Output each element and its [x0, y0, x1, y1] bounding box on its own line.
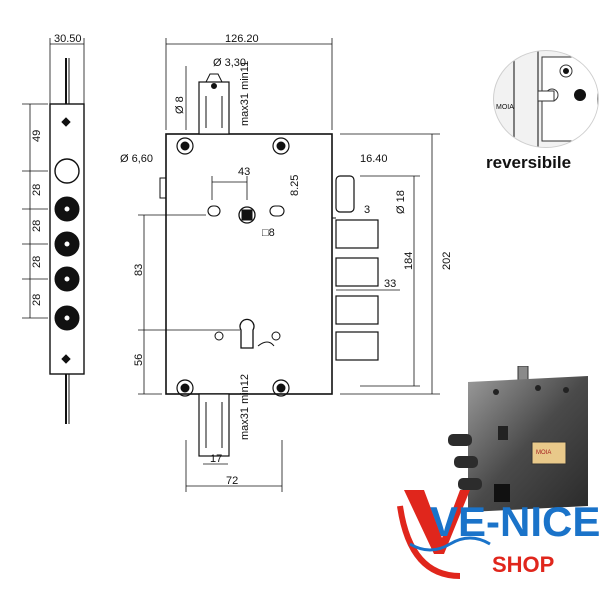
logo-brand-text: VE-NICE — [430, 498, 600, 545]
dim-plate-pitch-3: 28 — [31, 256, 43, 268]
dim-body-height: 202 — [441, 252, 453, 270]
reversible-thumbnail-drawing: MOIA — [496, 51, 598, 147]
venice-shop-logo: VE-NICE SHOP — [396, 484, 600, 600]
dim-spindle-offset: 8.25 — [289, 175, 301, 196]
dim-plate-top: 49 — [31, 130, 43, 142]
dim-spindle-distance: 43 — [238, 166, 250, 178]
dim-slot-bottom-width: 17 — [210, 453, 222, 465]
dim-cylinder-distance: 83 — [133, 264, 145, 276]
logo-sub-text: SHOP — [492, 552, 554, 577]
dim-slot-bottom-range: max31 min12 — [239, 374, 251, 440]
lock-body — [159, 73, 379, 457]
dim-pin-diameter: Ø 3,30 — [213, 57, 246, 69]
body-dimensions — [138, 38, 440, 492]
reversible-thumbnail: MOIA — [493, 50, 599, 148]
product-photo-illustration: MOIA — [448, 365, 588, 512]
dim-cylinder-to-bottom: 56 — [133, 354, 145, 366]
dim-slot-width: Ø 8 — [174, 96, 186, 114]
dim-plate-pitch-1: 28 — [31, 184, 43, 196]
dim-plate-width: 30.50 — [54, 33, 82, 45]
faceplate-dimensions — [22, 38, 85, 319]
reversible-label: reversibile — [486, 153, 572, 172]
logo-graphic: VE-NICE SHOP — [397, 490, 600, 579]
dim-bolt-diameter: Ø 18 — [395, 190, 407, 214]
brand-sticker: MOIA — [536, 450, 551, 456]
dim-plate-pitch-2: 28 — [31, 220, 43, 232]
dim-bolt-height: 184 — [403, 252, 415, 270]
dim-plate-pitch-4: 28 — [31, 294, 43, 306]
dim-bolt-gap: 3 — [364, 204, 370, 216]
dim-slot-top-range: max31 min11 — [239, 61, 251, 126]
dim-bolt-offset: 16.40 — [360, 153, 388, 165]
dim-slot-bottom-total: 72 — [226, 475, 238, 487]
dim-body-width: 126.20 — [225, 33, 259, 45]
product-photo: MOIA — [448, 365, 600, 516]
dim-bolt-projection: 33 — [384, 278, 396, 290]
dim-hole-diameter: Ø 6,60 — [120, 153, 153, 165]
thumbnail-text: MOIA — [496, 104, 514, 111]
faceplate — [49, 58, 85, 424]
dim-square: □8 — [262, 227, 275, 239]
